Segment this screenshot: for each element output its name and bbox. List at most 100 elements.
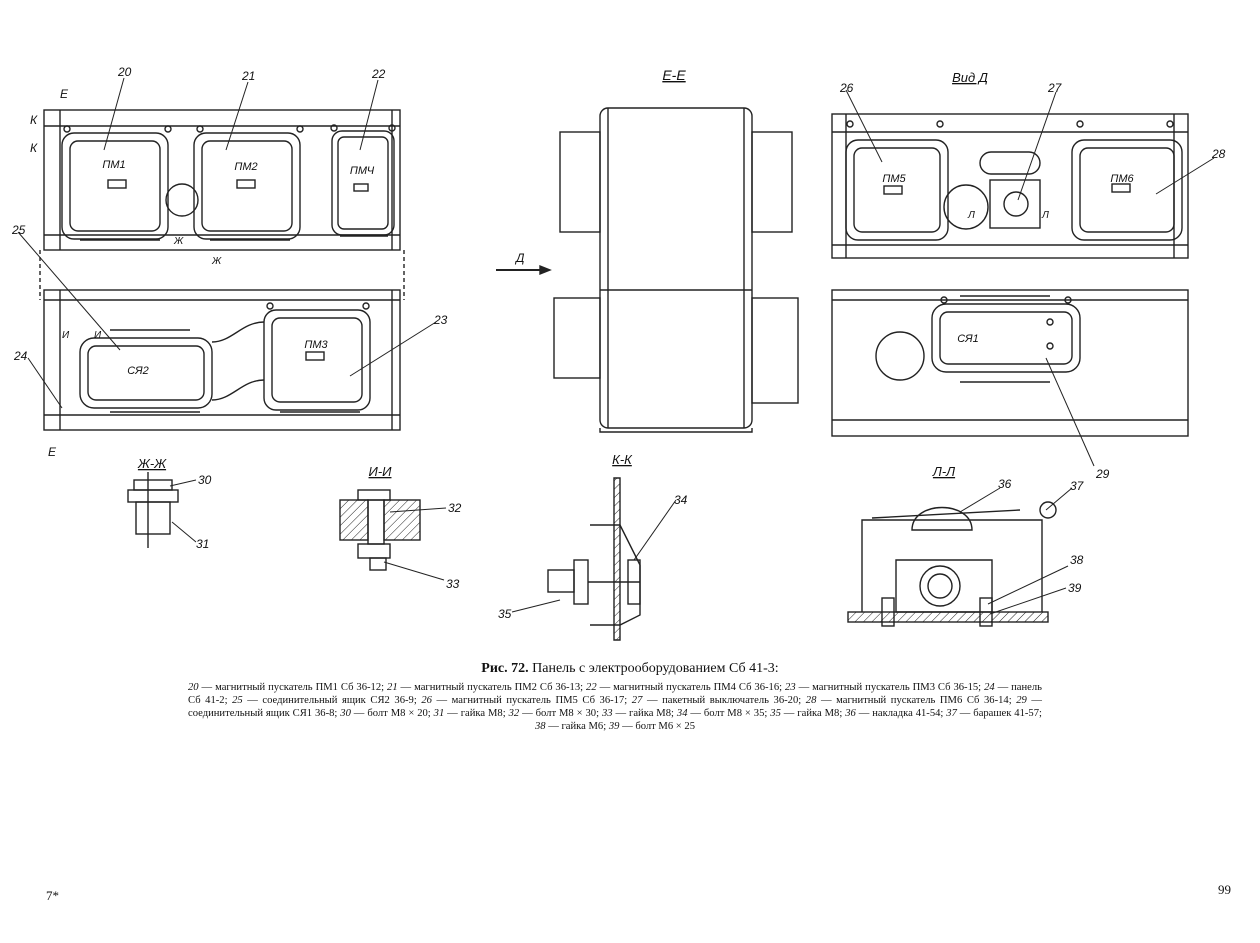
legend-item: 37 — барашек 41-57;	[946, 708, 1042, 719]
callout-numbers: 20 21 22 23 24 25 26 27 28 29 30 31 32 3…	[11, 65, 1226, 621]
callout-30: 30	[198, 473, 212, 487]
figure-legend: 20 — магнитный пускатель ПМ1 Сб 36-12; 2…	[188, 681, 1042, 733]
view-d-right	[831, 113, 1189, 437]
cut-mark-zh-2: Ж	[211, 256, 222, 267]
cut-mark-l-1: Л	[967, 210, 975, 221]
legend-item: 29 — соединительный ящик СЯ1 36-8;	[188, 695, 1042, 719]
cut-mark-i-2: И	[94, 330, 102, 341]
detail-ii	[339, 489, 421, 571]
legend-item: 25 — соединительный ящик СЯ2 36-9;	[232, 695, 422, 706]
cut-mark-i-1: И	[62, 330, 70, 341]
callout-24: 24	[13, 349, 28, 363]
figure-caption-title: Рис. 72. Панель с электрооборудованием С…	[0, 661, 1260, 677]
legend-item: 39 — болт М6 × 25	[608, 721, 696, 732]
label-sya1: СЯ1	[957, 333, 979, 345]
callout-22: 22	[371, 67, 386, 81]
legend-item: 28 — магнитный пускатель ПМ6 Сб 36-14;	[805, 695, 1017, 706]
section-ee-box-right-lower	[751, 297, 799, 404]
section-ee-box-left-lower	[553, 297, 601, 379]
legend-item: 27 — пакетный выключатель 36-20;	[631, 695, 806, 706]
legend-item: 30 — болт М8 × 20;	[340, 708, 434, 719]
legend-item: 23 — магнитный пускатель ПМ3 Сб 36-15;	[785, 682, 985, 693]
cut-mark-e-bottom: Е	[48, 445, 57, 459]
callout-21: 21	[241, 69, 255, 83]
upper-panel-left	[43, 109, 401, 251]
starter-pm1-body	[61, 132, 169, 240]
cut-mark-arrow-d: Д	[514, 251, 525, 265]
label-pm6: ПМ6	[1110, 173, 1134, 185]
label-pm5: ПМ5	[882, 173, 906, 185]
junction-box-sya2-body	[79, 337, 213, 409]
callout-23: 23	[433, 313, 448, 327]
section-ee-box-left-upper	[559, 131, 601, 233]
legend-item: 21 — магнитный пускатель ПМ2 Сб 36-13;	[387, 682, 587, 693]
detail-ll	[847, 501, 1057, 627]
callout-31: 31	[196, 537, 209, 551]
title-section-ee: Е-Е	[662, 67, 686, 83]
label-pm2: ПМ2	[234, 161, 257, 173]
figure-title: Панель с электрооборудованием Сб 41-3:	[528, 661, 779, 676]
starter-pm2-body	[193, 132, 301, 240]
label-pm1: ПМ1	[102, 159, 125, 171]
legend-item: 36 — накладка 41-54;	[845, 708, 947, 719]
leader-lines	[17, 77, 1215, 615]
cut-mark-e-top: Е	[60, 87, 69, 101]
figure-number: Рис. 72.	[481, 661, 529, 676]
legend-item: 31 — гайка М8;	[433, 708, 509, 719]
callout-36: 36	[998, 477, 1012, 491]
unit-labels: ПМ1 ПМ2 ПМЧ ПМ3 СЯ2 ПМ5 ПМ6 СЯ1	[102, 159, 1134, 377]
label-sya2: СЯ2	[127, 365, 149, 377]
lower-panel-left	[43, 289, 401, 431]
callout-20: 20	[117, 65, 132, 79]
legend-item: 32 — болт М8 × 30;	[508, 708, 602, 719]
callout-39: 39	[1068, 581, 1082, 595]
label-pm3: ПМ3	[304, 339, 328, 351]
upper-panel-right	[831, 113, 1189, 259]
starter-pm3-body	[263, 309, 371, 411]
callout-33: 33	[446, 577, 460, 591]
legend-item: 38 — гайка М6;	[534, 721, 609, 732]
cut-mark-l-2: Л	[1041, 210, 1049, 221]
callout-27: 27	[1047, 81, 1063, 95]
callout-37: 37	[1070, 479, 1085, 493]
detail-zhzh	[127, 472, 179, 548]
cut-mark-k-1: К	[30, 113, 38, 127]
detail-kk	[547, 477, 641, 641]
title-section-ii: И-И	[369, 464, 393, 479]
callout-25: 25	[11, 223, 26, 237]
legend-item: 26 — магнитный пускатель ПМ5 Сб 36-17;	[421, 695, 632, 706]
title-view-d: Вид Д	[952, 70, 988, 85]
section-ee-view	[496, 107, 799, 433]
cut-mark-zh-1: Ж	[173, 236, 184, 247]
starter-pm5-body	[845, 139, 949, 241]
legend-item: 22 — магнитный пускатель ПМ4 Сб 36-16;	[586, 682, 786, 693]
legend-item: 24 — панель Сб 41-2;	[188, 682, 1042, 706]
title-section-ll: Л-Л	[932, 464, 955, 479]
cut-mark-k-2: К	[30, 141, 38, 155]
legend-item: 34 — болт М8 × 35;	[676, 708, 771, 719]
label-pm4: ПМЧ	[350, 165, 375, 177]
legend-item: 35 — гайка М8;	[770, 708, 846, 719]
page-number: 99	[1218, 882, 1231, 897]
legend-item: 33 — гайка М8;	[601, 708, 677, 719]
lower-panel-right	[831, 289, 1189, 437]
callout-28: 28	[1211, 147, 1226, 161]
junction-box-sya1-body	[931, 303, 1081, 373]
title-section-zhzh: Ж-Ж	[137, 456, 167, 471]
callout-32: 32	[448, 501, 462, 515]
section-ee-box-right-upper	[751, 131, 793, 233]
callout-29: 29	[1095, 467, 1110, 481]
title-section-kk: К-К	[612, 452, 633, 467]
callout-38: 38	[1070, 553, 1084, 567]
front-view-left	[39, 109, 405, 431]
starter-pm6-body	[1071, 139, 1183, 241]
callout-35: 35	[498, 607, 512, 621]
signature-mark: 7*	[46, 888, 59, 903]
starter-pm4-body	[331, 130, 395, 236]
view-titles: Е-Е Вид Д Ж-Ж И-И К-К Л-Л	[137, 67, 988, 479]
callout-26: 26	[839, 81, 854, 95]
section-ee-enclosure	[599, 107, 753, 429]
cut-marks: Е Е К К Ж Ж И И Л Л Д	[30, 87, 1049, 459]
legend-item: 20 — магнитный пускатель ПМ1 Сб 36-12;	[188, 682, 388, 693]
